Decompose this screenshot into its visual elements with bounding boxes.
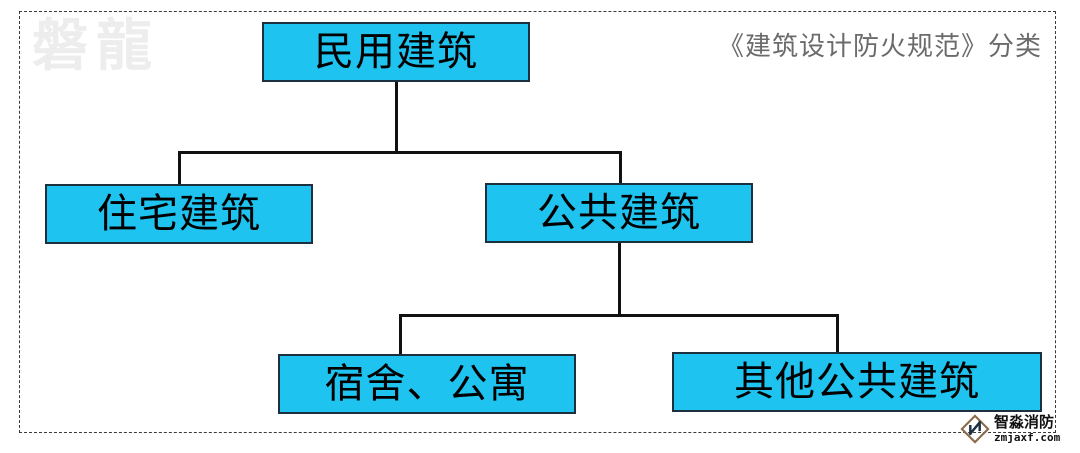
brand-name: 智淼消防 [994, 413, 1055, 431]
node-civil-building[interactable]: 民用建筑 [262, 22, 530, 82]
connector-root-stem [395, 82, 398, 153]
node-label: 住宅建筑 [97, 191, 261, 237]
brand-watermark: 智淼消防 zmjaxf.com [960, 414, 1060, 444]
node-other-public-building[interactable]: 其他公共建筑 [672, 352, 1042, 412]
page-title: 《建筑设计防火规范》分类 [717, 32, 1042, 62]
node-label: 民用建筑 [314, 29, 478, 75]
diamond-arrow-logo-icon [960, 414, 990, 444]
connector-level2-crossbar [399, 314, 839, 317]
node-public-building[interactable]: 公共建筑 [485, 183, 753, 243]
node-label: 公共建筑 [537, 190, 701, 236]
connector-to-public [619, 151, 622, 185]
node-residential-building[interactable]: 住宅建筑 [45, 184, 313, 244]
connector-to-dormitory [399, 314, 402, 356]
connector-to-other-public [836, 314, 839, 354]
node-label: 其他公共建筑 [734, 359, 980, 405]
node-dormitory-apartment[interactable]: 宿舍、公寓 [278, 354, 576, 414]
brand-text-block: 智淼消防 zmjaxf.com [994, 413, 1061, 444]
brand-url: zmjaxf.com [994, 431, 1061, 444]
node-label: 宿舍、公寓 [324, 361, 530, 407]
connector-to-residential [178, 151, 181, 186]
watermark-text: 磐龍 [32, 13, 160, 79]
connector-level1-crossbar [178, 151, 622, 154]
connector-public-stem [618, 243, 621, 315]
